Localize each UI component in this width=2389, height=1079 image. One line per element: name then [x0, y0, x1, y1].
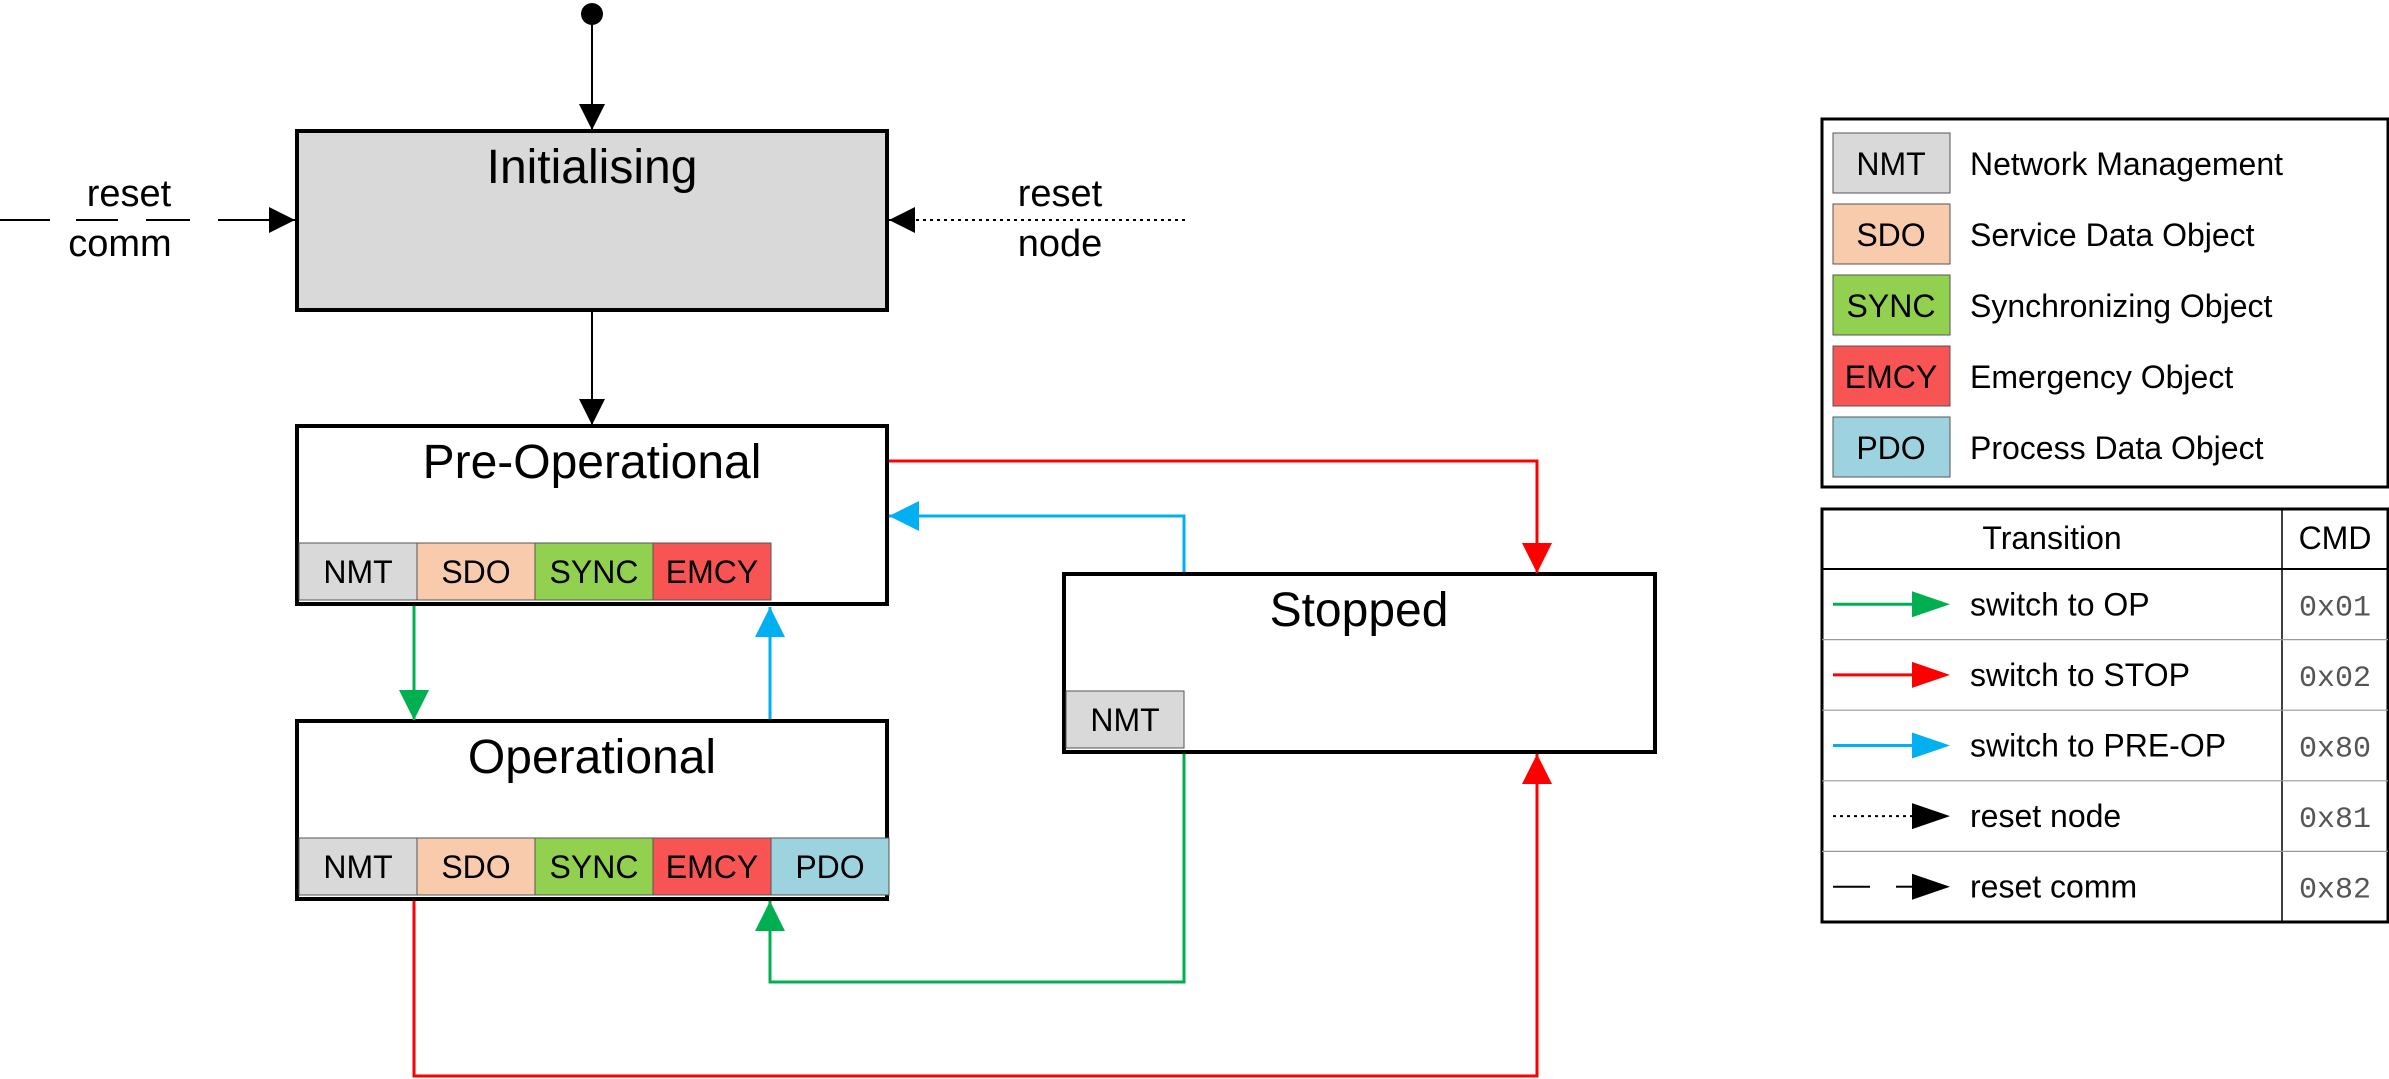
- transition-cmd: 0x82: [2299, 874, 2371, 908]
- transition-cmd: 0x01: [2299, 591, 2371, 625]
- transition-reset-node: reset node: [889, 173, 1185, 265]
- reset-comm-label-top: reset: [87, 173, 172, 215]
- legend-name: Emergency Object: [1970, 359, 2233, 395]
- state-stopped: Stopped NMT: [1062, 572, 1657, 754]
- state-pre-operational: Pre-Operational NMT SDO SYNC EMCY: [295, 424, 889, 606]
- svg-text:EMCY: EMCY: [666, 554, 758, 590]
- legend-abbr: NMT: [1856, 146, 1925, 182]
- reset-comm-label-bottom: comm: [68, 223, 171, 265]
- chip-sync: SYNC: [534, 837, 654, 896]
- transition-arrow-icon: [1912, 732, 1950, 759]
- legend-name: Network Management: [1970, 146, 2283, 182]
- svg-text:SYNC: SYNC: [550, 554, 639, 590]
- svg-text:SYNC: SYNC: [550, 849, 639, 885]
- legend-row-sdo: SDO Service Data Object: [1832, 203, 2255, 265]
- transition-preop-to-stopped: [889, 459, 1552, 573]
- transition-cmd: 0x81: [2299, 803, 2371, 837]
- chip-sdo: SDO: [416, 837, 536, 896]
- operational-object-chips: NMT SDO SYNC EMCY PDO: [298, 837, 890, 896]
- transition-arrow-icon: [1912, 803, 1950, 830]
- legend-abbr: SDO: [1856, 217, 1925, 253]
- chip-pdo: PDO: [770, 837, 890, 896]
- legend-abbr: EMCY: [1845, 359, 1937, 395]
- transition-stopped-to-preop: [889, 501, 1186, 572]
- transition-stopped-to-op: [755, 754, 1186, 984]
- svg-text:NMT: NMT: [1090, 702, 1159, 738]
- legend-abbr: SYNC: [1847, 288, 1936, 324]
- pre-operational-object-chips: NMT SDO SYNC EMCY: [298, 542, 772, 601]
- chip-emcy: EMCY: [652, 542, 772, 601]
- svg-text:PDO: PDO: [795, 849, 864, 885]
- transition-row: switch to OP 0x01: [1833, 586, 2371, 625]
- transition-table-header-cmd: CMD: [2299, 520, 2372, 556]
- legend-row-nmt: NMT Network Management: [1832, 132, 2283, 194]
- legend-name: Process Data Object: [1970, 430, 2264, 466]
- svg-text:NMT: NMT: [323, 849, 392, 885]
- legend-abbr: PDO: [1856, 430, 1925, 466]
- chip-nmt: NMT: [298, 542, 418, 601]
- svg-text:SDO: SDO: [441, 849, 510, 885]
- transition-table-header-transition: Transition: [1982, 520, 2121, 556]
- chip-sdo: SDO: [416, 542, 536, 601]
- state-operational-title: Operational: [468, 731, 716, 784]
- transition-op-to-stopped: [412, 754, 1552, 1078]
- state-initialising-title: Initialising: [487, 141, 698, 194]
- transition-label: switch to PRE-OP: [1970, 728, 2226, 764]
- transition-arrow-icon: [1912, 591, 1950, 618]
- transition-arrow-icon: [1912, 661, 1950, 688]
- state-initialising: Initialising: [295, 129, 889, 312]
- transition-row: reset comm 0x82: [1822, 850, 2388, 908]
- legend-row-emcy: EMCY Emergency Object: [1832, 345, 2233, 407]
- legend-name: Synchronizing Object: [1970, 288, 2272, 324]
- transition-label: reset node: [1970, 798, 2121, 834]
- chip-emcy: EMCY: [652, 837, 772, 896]
- transition-cmd: 0x80: [2299, 733, 2371, 767]
- initial-point: [581, 3, 603, 25]
- state-operational: Operational NMT SDO SYNC EMCY PDO: [295, 719, 890, 901]
- transition-label: switch to STOP: [1970, 657, 2190, 693]
- transition-reset-comm: reset comm: [0, 173, 295, 265]
- reset-node-label-bottom: node: [1018, 223, 1103, 265]
- transition-row: switch to STOP 0x02: [1822, 638, 2388, 696]
- state-pre-operational-title: Pre-Operational: [423, 436, 762, 489]
- transition-row: reset node 0x81: [1822, 780, 2388, 837]
- transition-arrow-icon: [1912, 873, 1950, 900]
- legend-name: Service Data Object: [1970, 217, 2255, 253]
- transition-cmd: 0x02: [2299, 662, 2371, 696]
- svg-text:SDO: SDO: [441, 554, 510, 590]
- state-stopped-title: Stopped: [1270, 584, 1449, 637]
- svg-text:NMT: NMT: [323, 554, 392, 590]
- transition-label: reset comm: [1970, 869, 2137, 905]
- chip-nmt: NMT: [298, 837, 418, 896]
- transition-row: switch to PRE-OP 0x80: [1822, 709, 2388, 767]
- stopped-object-chips: NMT: [1065, 690, 1185, 749]
- transition-label: switch to OP: [1970, 586, 2150, 622]
- chip-sync: SYNC: [534, 542, 654, 601]
- chip-nmt: NMT: [1065, 690, 1185, 749]
- reset-node-label-top: reset: [1018, 173, 1103, 215]
- legend-row-sync: SYNC Synchronizing Object: [1832, 274, 2272, 336]
- legend-row-pdo: PDO Process Data Object: [1832, 416, 2264, 478]
- svg-text:EMCY: EMCY: [666, 849, 758, 885]
